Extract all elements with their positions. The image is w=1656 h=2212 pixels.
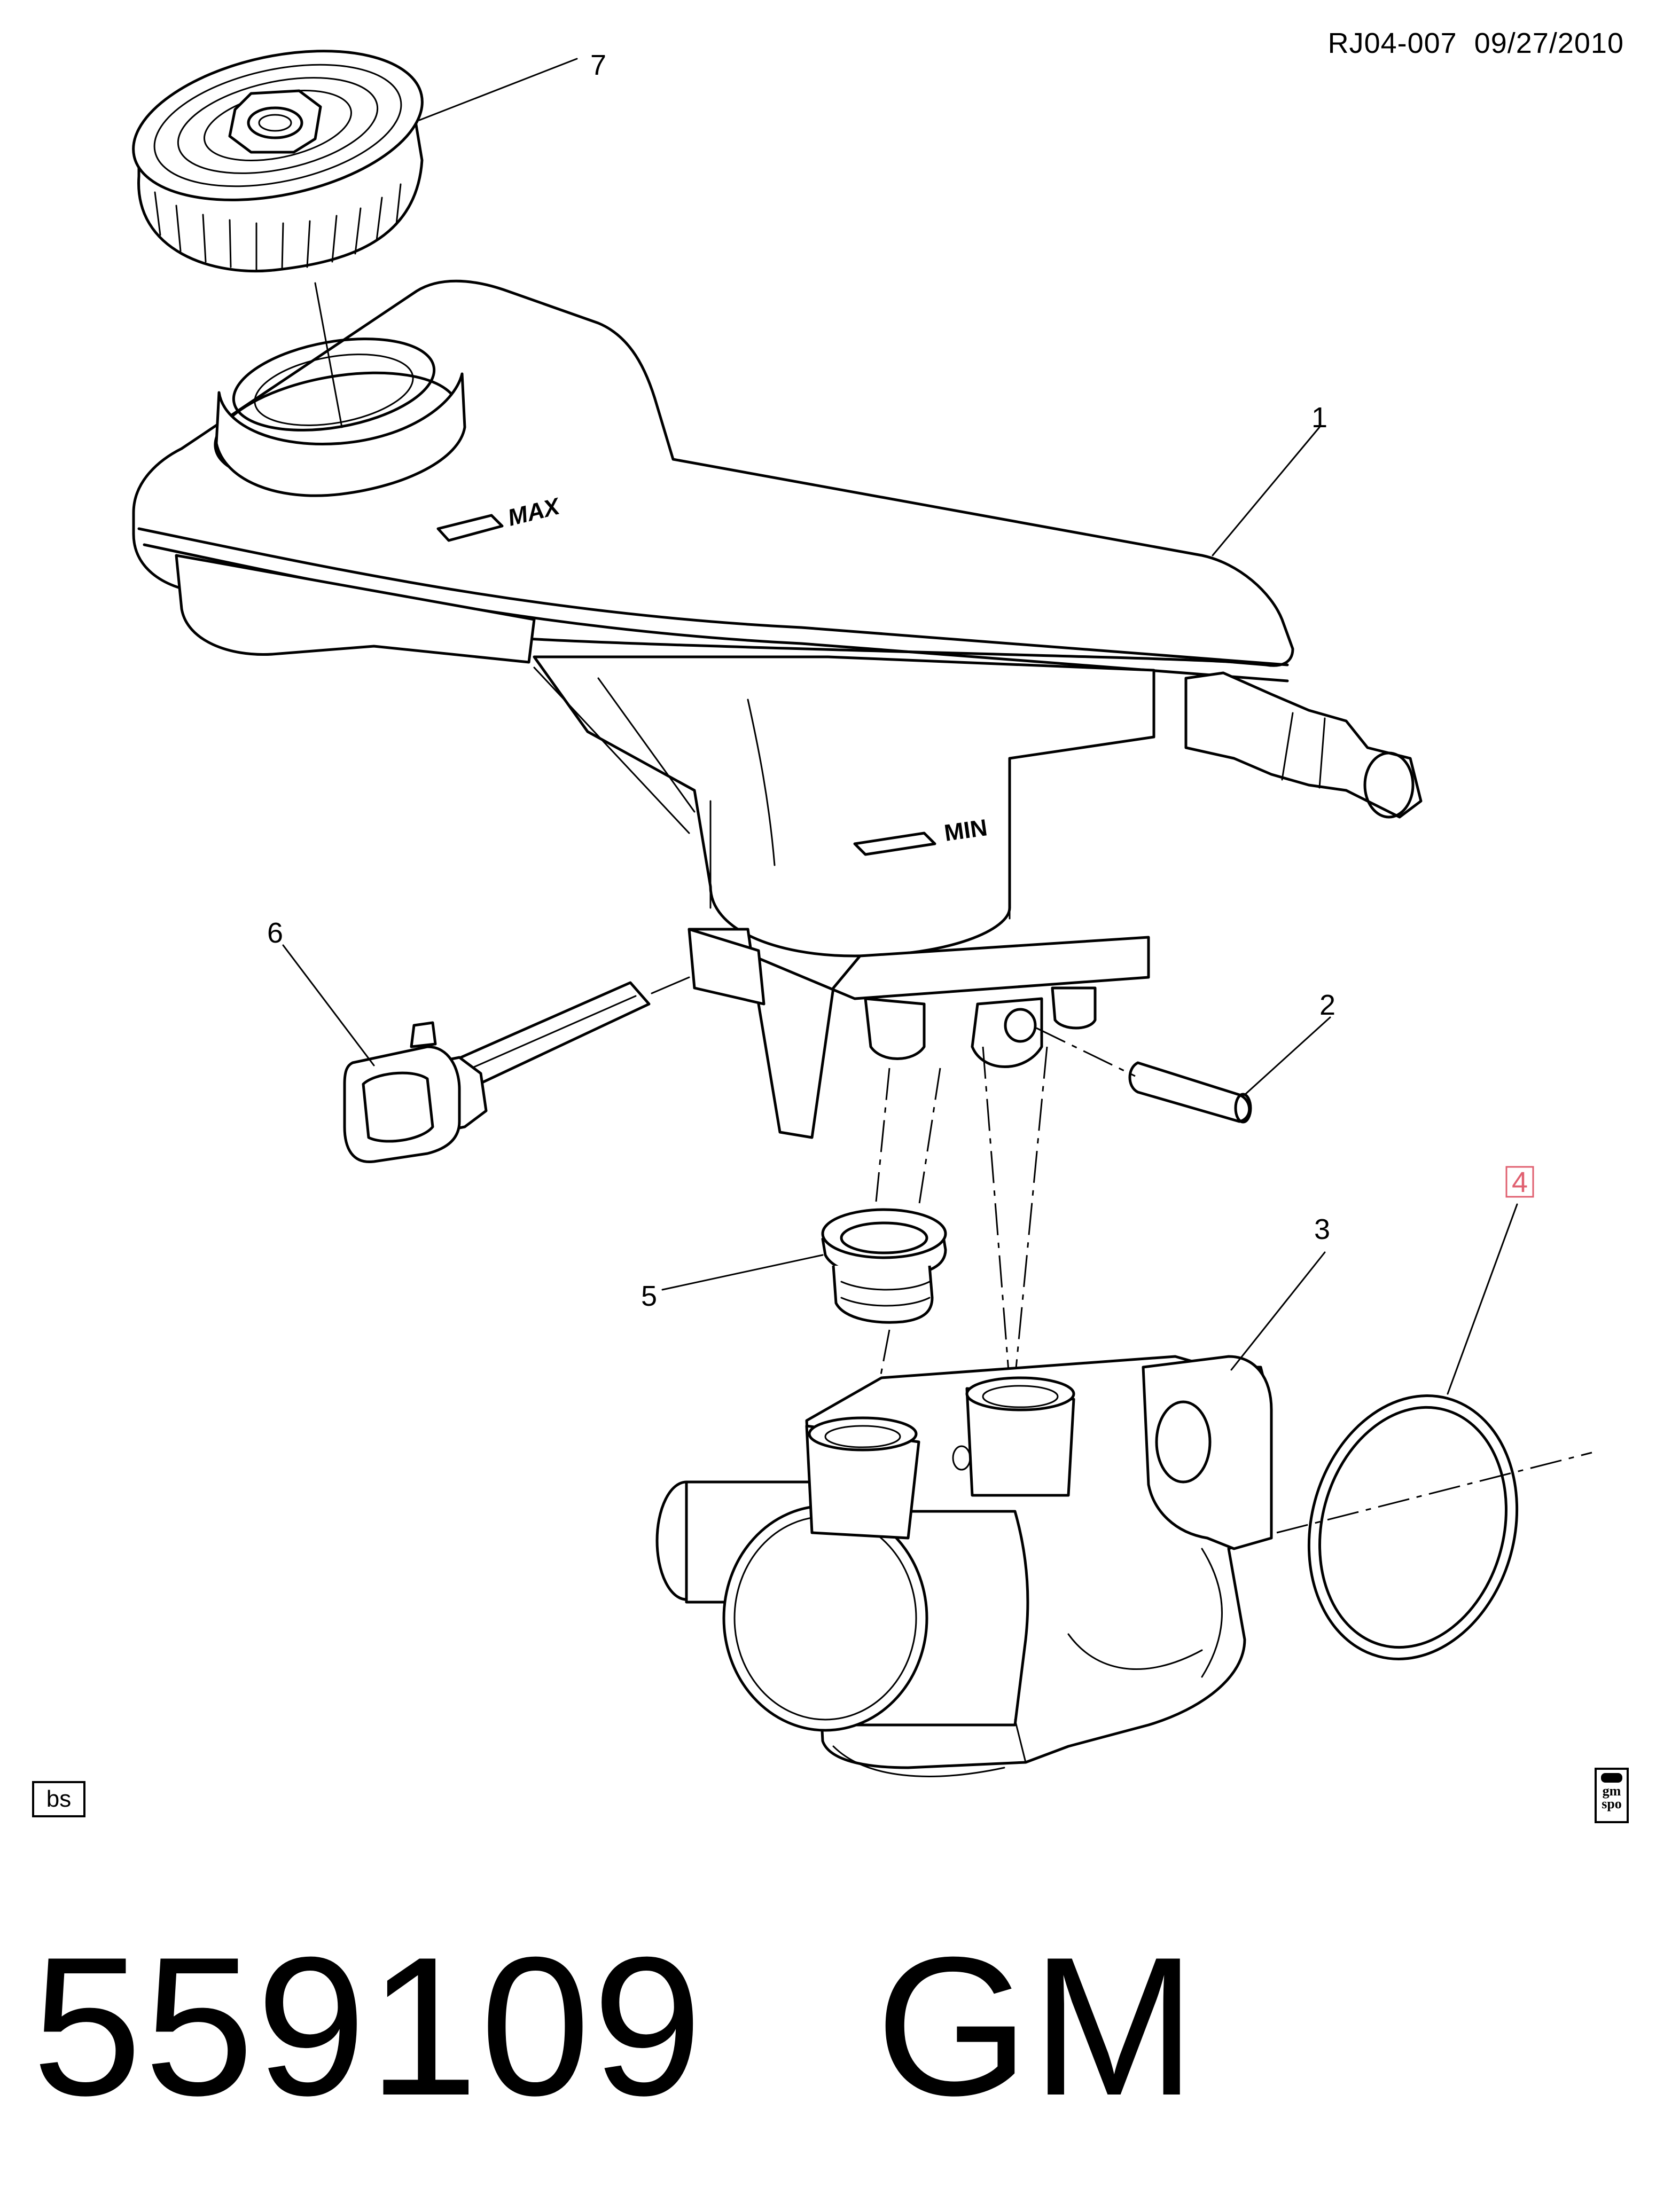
callout-2: 2 [1319, 989, 1335, 1021]
min-level-mark: MIN [943, 814, 989, 846]
callout-4: 4 [1512, 1166, 1528, 1198]
bs-badge: bs [32, 1781, 85, 1817]
part-number: 559109 [32, 1916, 705, 2137]
grommet-upper-guide [875, 1068, 891, 1202]
callout-3: 3 [1314, 1213, 1330, 1245]
exploded-parts-diagram: MAX MIN [132, 49, 1592, 1777]
callout-4-leader [1447, 1203, 1518, 1395]
pin-guide-line [1036, 1027, 1136, 1077]
brand-name: GM [876, 1916, 1199, 2137]
o-ring-seal [1307, 1394, 1519, 1660]
grommet-lower-guide [918, 1068, 941, 1207]
callout-2-leader [1244, 1016, 1331, 1096]
callout-7-leader [418, 58, 578, 121]
fluid-level-sensor [343, 981, 651, 1164]
reservoir-body: MAX MIN [132, 279, 1423, 1139]
callout-6-leader [282, 944, 375, 1066]
callout-6: 6 [267, 917, 283, 949]
sensor-guide-line [651, 976, 690, 994]
master-cylinder [655, 1355, 1273, 1777]
callout-7: 7 [590, 49, 606, 81]
diagram-code: RJ04-007 [1327, 27, 1457, 59]
callout-3-leader [1230, 1251, 1326, 1371]
diagram-header: RJ04-007 09/27/2010 [1271, 27, 1624, 60]
callout-5-leader [661, 1254, 824, 1291]
gm-spo-bottom-text: spo [1602, 1796, 1622, 1811]
gm-spo-logo-icon [1601, 1773, 1622, 1783]
callout-1-leader [1212, 426, 1321, 556]
reservoir-cap [132, 50, 424, 272]
seal-axis-line [1276, 1452, 1592, 1534]
callout-5: 5 [641, 1280, 657, 1312]
gm-spo-top-text: gm [1602, 1783, 1621, 1799]
diagram-date: 09/27/2010 [1474, 27, 1624, 59]
retaining-pin [1128, 1061, 1252, 1124]
callout-7-drop-line [314, 282, 343, 428]
callout-4-highlight-box [1505, 1166, 1534, 1198]
reservoir-grommet [821, 1208, 947, 1324]
part-number-footer: 559109 GM [32, 1928, 1198, 2125]
gm-spo-logo: gm spo [1595, 1768, 1629, 1823]
callout-1: 1 [1311, 402, 1327, 434]
